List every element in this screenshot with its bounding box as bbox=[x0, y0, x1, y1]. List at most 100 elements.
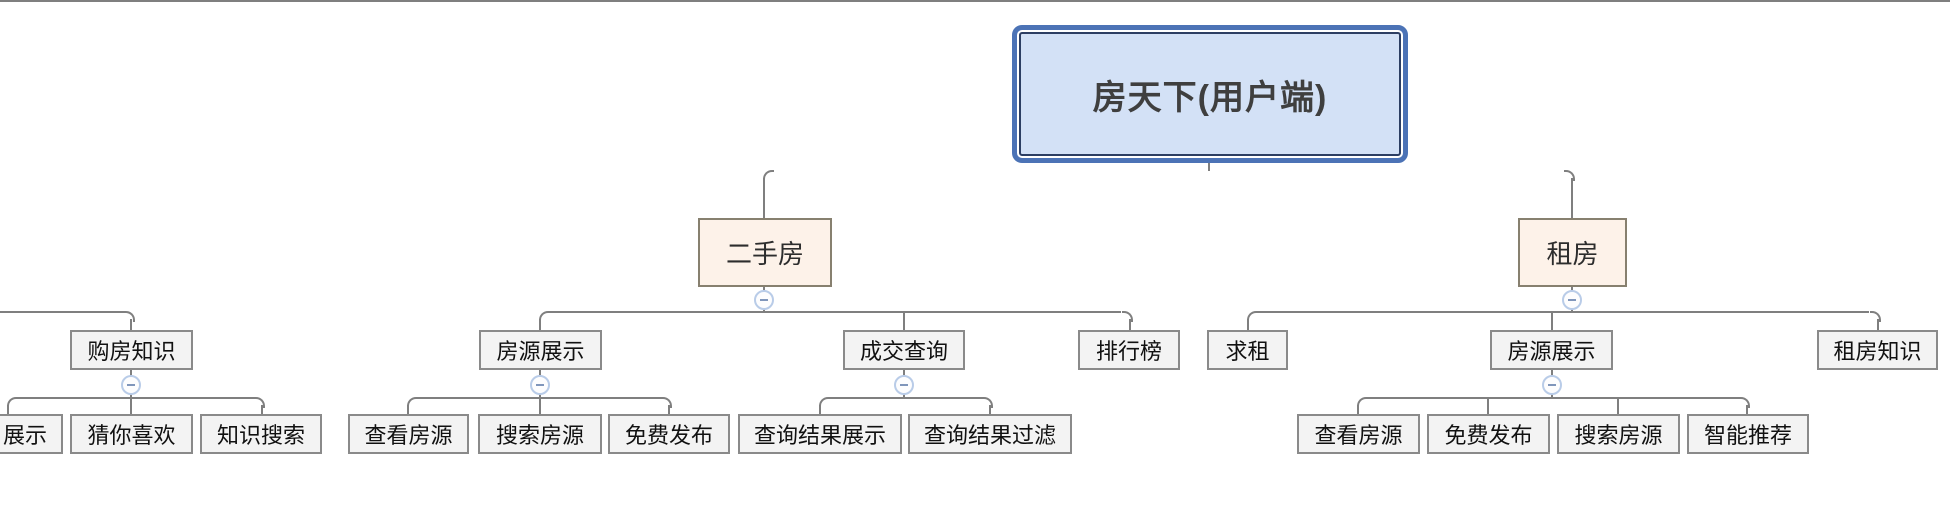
collapse-minus-icon[interactable] bbox=[1542, 375, 1562, 395]
node-branch-rent[interactable]: 租房 bbox=[1518, 218, 1627, 287]
node-label: 智能推荐 bbox=[1703, 423, 1792, 448]
node-guess-you-like[interactable]: 猜你喜欢 bbox=[70, 414, 193, 454]
node-listing-display-secondhand[interactable]: 房源展示 bbox=[479, 330, 602, 370]
node-root[interactable]: 房天下(用户端) bbox=[1012, 25, 1408, 163]
node-label: 搜索房源 bbox=[1574, 423, 1663, 448]
node-label: 房源展示 bbox=[1507, 339, 1596, 364]
node-root-body: 房天下(用户端) bbox=[1019, 32, 1401, 156]
node-view-listing-secondhand[interactable]: 查看房源 bbox=[348, 414, 469, 454]
node-label: 免费发布 bbox=[1444, 423, 1533, 448]
connector-drop bbox=[668, 405, 670, 414]
node-label: 查询结果展示 bbox=[753, 423, 886, 448]
node-label: 房源展示 bbox=[496, 339, 585, 364]
connector-root-stub bbox=[1208, 162, 1210, 171]
node-search-listing-rent[interactable]: 搜索房源 bbox=[1557, 414, 1680, 454]
connector-drop bbox=[1746, 405, 1748, 414]
node-label: 购房知识 bbox=[87, 339, 176, 364]
node-free-publish-secondhand[interactable]: 免费发布 bbox=[608, 414, 730, 454]
connector-drop bbox=[1571, 178, 1573, 218]
connector-elbow bbox=[1357, 397, 1368, 408]
connector-children-line bbox=[416, 397, 661, 399]
connector-drop bbox=[1247, 319, 1249, 330]
connector-children-line bbox=[828, 397, 982, 399]
collapse-minus-icon[interactable] bbox=[1562, 290, 1582, 310]
node-branch-secondhand[interactable]: 二手房 bbox=[698, 218, 832, 287]
connector-elbow bbox=[254, 397, 265, 408]
node-label: 知识搜索 bbox=[216, 423, 305, 448]
node-query-result-filter[interactable]: 查询结果过滤 bbox=[908, 414, 1072, 454]
node-deal-query[interactable]: 成交查询 bbox=[843, 330, 965, 370]
node-label: 免费发布 bbox=[624, 423, 713, 448]
connector-elbow bbox=[407, 397, 418, 408]
minus-bar bbox=[760, 299, 768, 301]
connector-elbow bbox=[124, 311, 135, 322]
connector-drop bbox=[1877, 319, 1879, 330]
connector-elbow bbox=[539, 311, 550, 322]
minus-bar bbox=[536, 384, 544, 386]
connector-drop bbox=[130, 319, 132, 330]
node-label: 成交查询 bbox=[859, 339, 948, 364]
connector-drop bbox=[1487, 399, 1489, 414]
connector-elbow bbox=[1122, 311, 1133, 322]
connector-drop bbox=[407, 405, 409, 414]
connector-elbow bbox=[1870, 311, 1881, 322]
node-display-clipped[interactable]: 展示 bbox=[0, 414, 63, 454]
node-view-listing-rent[interactable]: 查看房源 bbox=[1297, 414, 1420, 454]
collapse-minus-icon[interactable] bbox=[530, 375, 550, 395]
node-rent-knowledge[interactable]: 租房知识 bbox=[1817, 330, 1938, 370]
node-label: 求租 bbox=[1225, 339, 1270, 364]
node-smart-recommend[interactable]: 智能推荐 bbox=[1687, 414, 1809, 454]
node-label: 查看房源 bbox=[364, 423, 453, 448]
connector-drop bbox=[763, 178, 765, 218]
connector-root-line bbox=[0, 0, 1950, 2]
connector-children-line bbox=[0, 311, 125, 313]
connector-drop bbox=[1129, 319, 1131, 330]
connector-drop bbox=[1357, 405, 1359, 414]
connector-drop bbox=[1617, 399, 1619, 414]
node-buy-knowledge[interactable]: 购房知识 bbox=[70, 330, 193, 370]
node-query-result-display[interactable]: 查询结果展示 bbox=[738, 414, 902, 454]
connector-elbow bbox=[661, 397, 672, 408]
node-root-label: 房天下(用户端) bbox=[1092, 78, 1328, 117]
node-label: 展示 bbox=[2, 423, 47, 448]
connector-elbow bbox=[819, 397, 830, 408]
collapse-minus-icon[interactable] bbox=[894, 375, 914, 395]
node-label: 租房知识 bbox=[1833, 339, 1922, 364]
node-seek-rent[interactable]: 求租 bbox=[1207, 330, 1288, 370]
connector-drop bbox=[1551, 313, 1553, 330]
node-listing-display-rent[interactable]: 房源展示 bbox=[1490, 330, 1613, 370]
connector-drop bbox=[819, 405, 821, 414]
connector-elbow bbox=[1247, 311, 1258, 322]
node-label: 排行榜 bbox=[1095, 339, 1162, 364]
connector-drop bbox=[903, 313, 905, 330]
connector-elbow bbox=[1739, 397, 1750, 408]
connector-drop bbox=[130, 399, 132, 414]
node-ranking[interactable]: 排行榜 bbox=[1078, 330, 1180, 370]
connector-elbow bbox=[763, 170, 774, 181]
collapse-minus-icon[interactable] bbox=[121, 375, 141, 395]
node-label: 二手房 bbox=[725, 239, 804, 269]
connector-children-line bbox=[16, 397, 254, 399]
connector-elbow bbox=[982, 397, 993, 408]
connector-children-line bbox=[1366, 397, 1739, 399]
node-search-listing-secondhand[interactable]: 搜索房源 bbox=[478, 414, 602, 454]
connector-drop bbox=[539, 319, 541, 330]
minus-bar bbox=[1548, 384, 1556, 386]
connector-drop bbox=[989, 405, 991, 414]
connector-elbow bbox=[1564, 170, 1575, 181]
minus-bar bbox=[127, 384, 135, 386]
node-label: 租房 bbox=[1546, 239, 1599, 269]
node-label: 查询结果过滤 bbox=[923, 423, 1056, 448]
node-knowledge-search[interactable]: 知识搜索 bbox=[200, 414, 322, 454]
connector-elbow bbox=[7, 397, 18, 408]
connector-drop bbox=[539, 399, 541, 414]
collapse-minus-icon[interactable] bbox=[754, 290, 774, 310]
connector-drop bbox=[7, 405, 9, 414]
minus-bar bbox=[900, 384, 908, 386]
node-free-publish-rent[interactable]: 免费发布 bbox=[1427, 414, 1550, 454]
minus-bar bbox=[1568, 299, 1576, 301]
connector-drop bbox=[261, 405, 263, 414]
connector-children-line bbox=[548, 311, 1121, 313]
connector-children-line bbox=[1256, 311, 1869, 313]
